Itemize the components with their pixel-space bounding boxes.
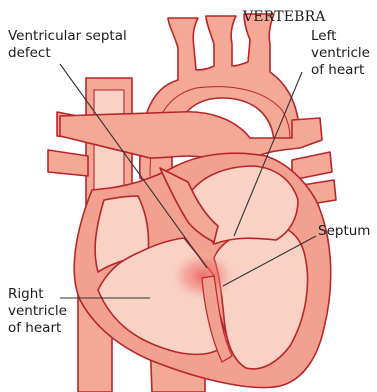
label-left-ventricle: Left ventricle of heart: [311, 28, 370, 79]
label-right-ventricle: Right ventricle of heart: [8, 286, 67, 337]
label-ventricular-septal-defect: Ventricular septal defect: [8, 28, 127, 62]
label-vertebra: VERTEBRA: [243, 9, 326, 26]
right-pulmonary-vessel-mid: [48, 150, 88, 176]
vsd-highlight: [169, 250, 237, 302]
label-septum: Septum: [318, 223, 370, 240]
